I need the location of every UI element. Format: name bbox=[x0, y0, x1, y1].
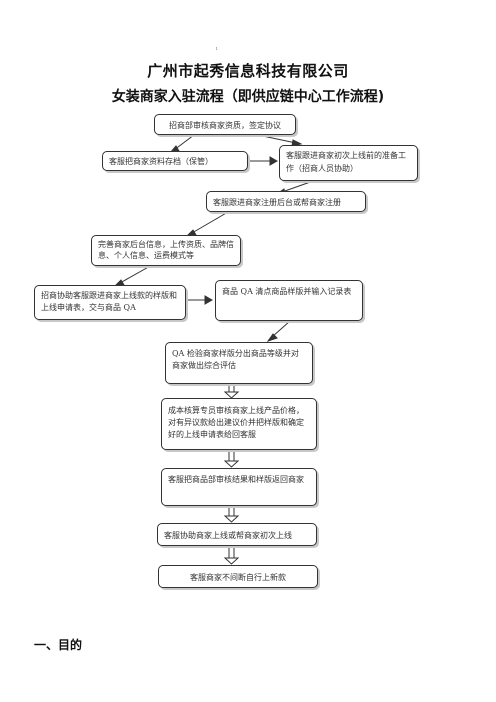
arrow-7-8 bbox=[271, 320, 291, 338]
flow-step-2: 客服把商家资料存档（保管） bbox=[102, 151, 248, 171]
flow-step-9: 成本核算专员审核商家上线产品价格，对有异议款给出建议价并把样版和确定好的上线申请… bbox=[161, 398, 317, 450]
flow-step-12: 客服商家不间断自行上新款 bbox=[158, 565, 318, 588]
arrow-3-4 bbox=[281, 179, 317, 193]
arrow-9-10 bbox=[223, 450, 240, 468]
flow-step-6: 招商协助客服跟进商家上线款的样版和上线申请表，交与商品 QA bbox=[34, 285, 186, 320]
flow-step-8: QA 检验商家样版分出商品等级并对商家做出综合评估 bbox=[165, 342, 313, 384]
section-heading: 一、目的 bbox=[34, 638, 83, 652]
flow-title: 女装商家入驻流程（即供应链中心工作流程) bbox=[111, 89, 385, 105]
arrow-10-11 bbox=[223, 506, 240, 523]
flow-step-10: 客服把商品部审核结果和样版返回商家 bbox=[161, 468, 317, 506]
company-title: 广州市起秀信息科技有限公司 bbox=[147, 62, 349, 80]
arrow-11-12 bbox=[223, 546, 240, 565]
arrow-8-9 bbox=[223, 384, 240, 399]
flow-step-5: 完善商家后台信息，上传资质、品牌信息、个人信息、运费模式等 bbox=[91, 235, 241, 266]
flow-step-4: 客服跟进商家注册后台或帮商家注册 bbox=[206, 191, 366, 212]
arrow-1-3 bbox=[257, 134, 297, 144]
flow-step-11: 客服协助商家上线或帮商家初次上线 bbox=[157, 523, 317, 546]
corner-mark: ₗ bbox=[216, 44, 218, 52]
flow-step-3: 客服跟进商家初次上线前的准备工作（招商人员协助） bbox=[279, 145, 418, 181]
flow-step-7: 商品 QA 清点商品样版并输入记录表 bbox=[215, 280, 363, 321]
arrow-5-6 bbox=[119, 264, 153, 284]
flow-step-1: 招商部审核商家资质，签定协议 bbox=[154, 114, 296, 135]
arrow-4-5 bbox=[191, 211, 229, 234]
